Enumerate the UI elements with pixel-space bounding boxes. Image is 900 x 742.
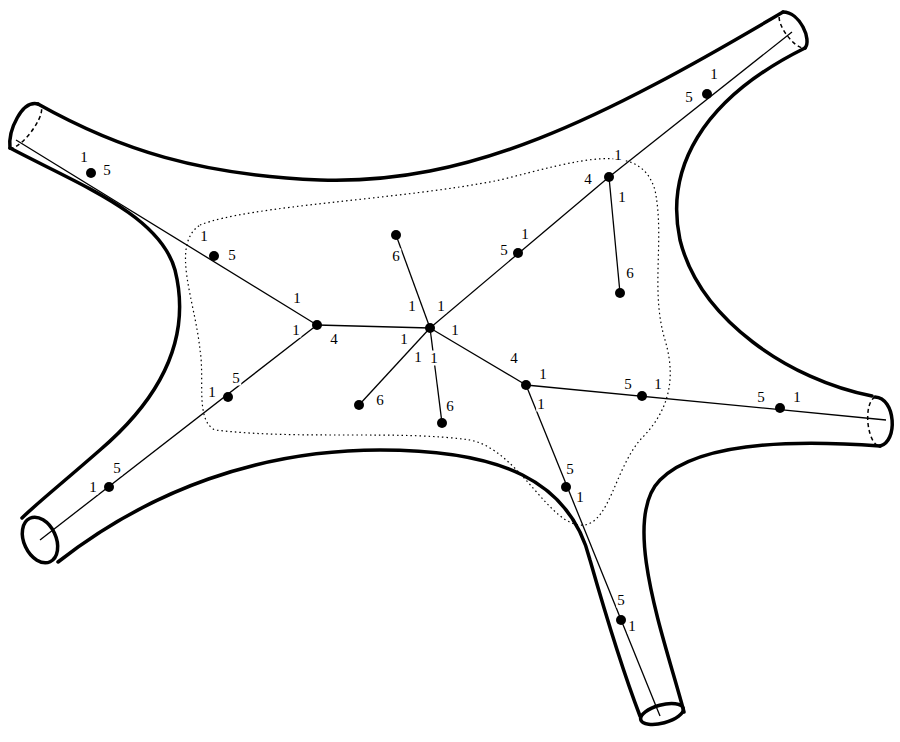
vertex-weight: 6	[625, 266, 635, 281]
vertex-weight: 1	[292, 291, 302, 306]
vertex-weight: 5	[565, 462, 575, 477]
vertex-weight: 5	[499, 243, 509, 258]
vertex-weight: 1	[399, 332, 409, 347]
vertex-weight: 1	[792, 390, 802, 405]
vertex-weight: 5	[623, 377, 633, 392]
vertex-weight: 5	[684, 90, 694, 105]
vertex-weight: 1	[207, 385, 217, 400]
vertex-weight: 1	[538, 367, 548, 382]
vertex-weight: 1	[413, 350, 423, 365]
vertex-weight: 5	[756, 390, 766, 405]
vertex-weight: 1	[520, 227, 530, 242]
vertex-weight: 5	[102, 163, 112, 178]
vertex-weight: 4	[509, 351, 519, 366]
vertex-weight: 1	[709, 67, 719, 82]
vertex-weight: 1	[291, 323, 301, 338]
vertex-weight: 6	[375, 393, 385, 408]
vertex-weight: 1	[79, 150, 89, 165]
vertex-weight: 1	[627, 619, 637, 634]
vertex-weight: 1	[613, 148, 623, 163]
vertex-weight: 1	[617, 190, 627, 205]
vertex-weight: 1	[429, 351, 439, 366]
vertex-weight: 1	[653, 377, 663, 392]
vertex-weight: 1	[407, 299, 417, 314]
vertex-weight: 5	[227, 248, 237, 263]
vertex-weight: 4	[329, 332, 339, 347]
vertex-weight: 6	[445, 399, 455, 414]
vertex-weight: 4	[583, 172, 593, 187]
vertex-weight: 1	[88, 480, 98, 495]
vertex-weight: 5	[112, 461, 122, 476]
vertex-weight: 5	[231, 371, 241, 386]
vertex-weight: 1	[436, 299, 446, 314]
vertex-weight: 5	[616, 593, 626, 608]
vertex-weight: 1	[575, 490, 585, 505]
vertex-weight: 6	[391, 249, 401, 264]
vertex-weight: 1	[199, 229, 209, 244]
vertex-weight: 1	[536, 397, 546, 412]
vertex-weight: 1	[450, 323, 460, 338]
